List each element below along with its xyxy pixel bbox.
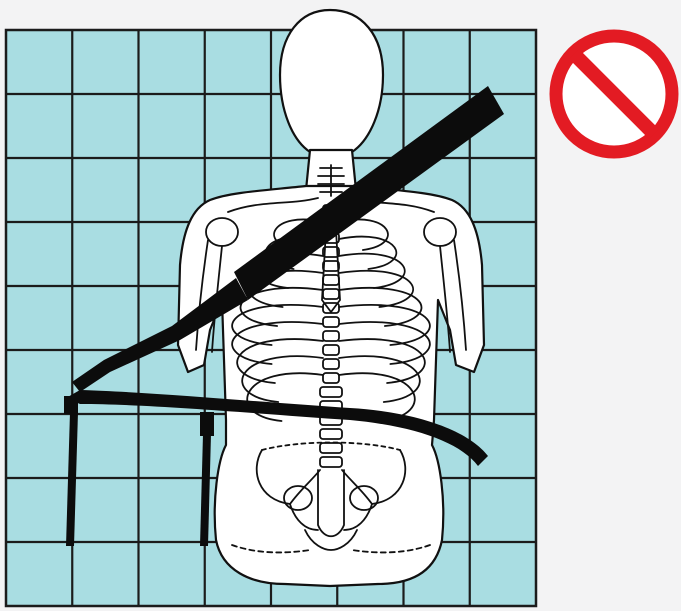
- belt-anchor-left: [64, 396, 78, 414]
- buckle: [200, 412, 214, 436]
- prohibition-icon: [556, 36, 672, 152]
